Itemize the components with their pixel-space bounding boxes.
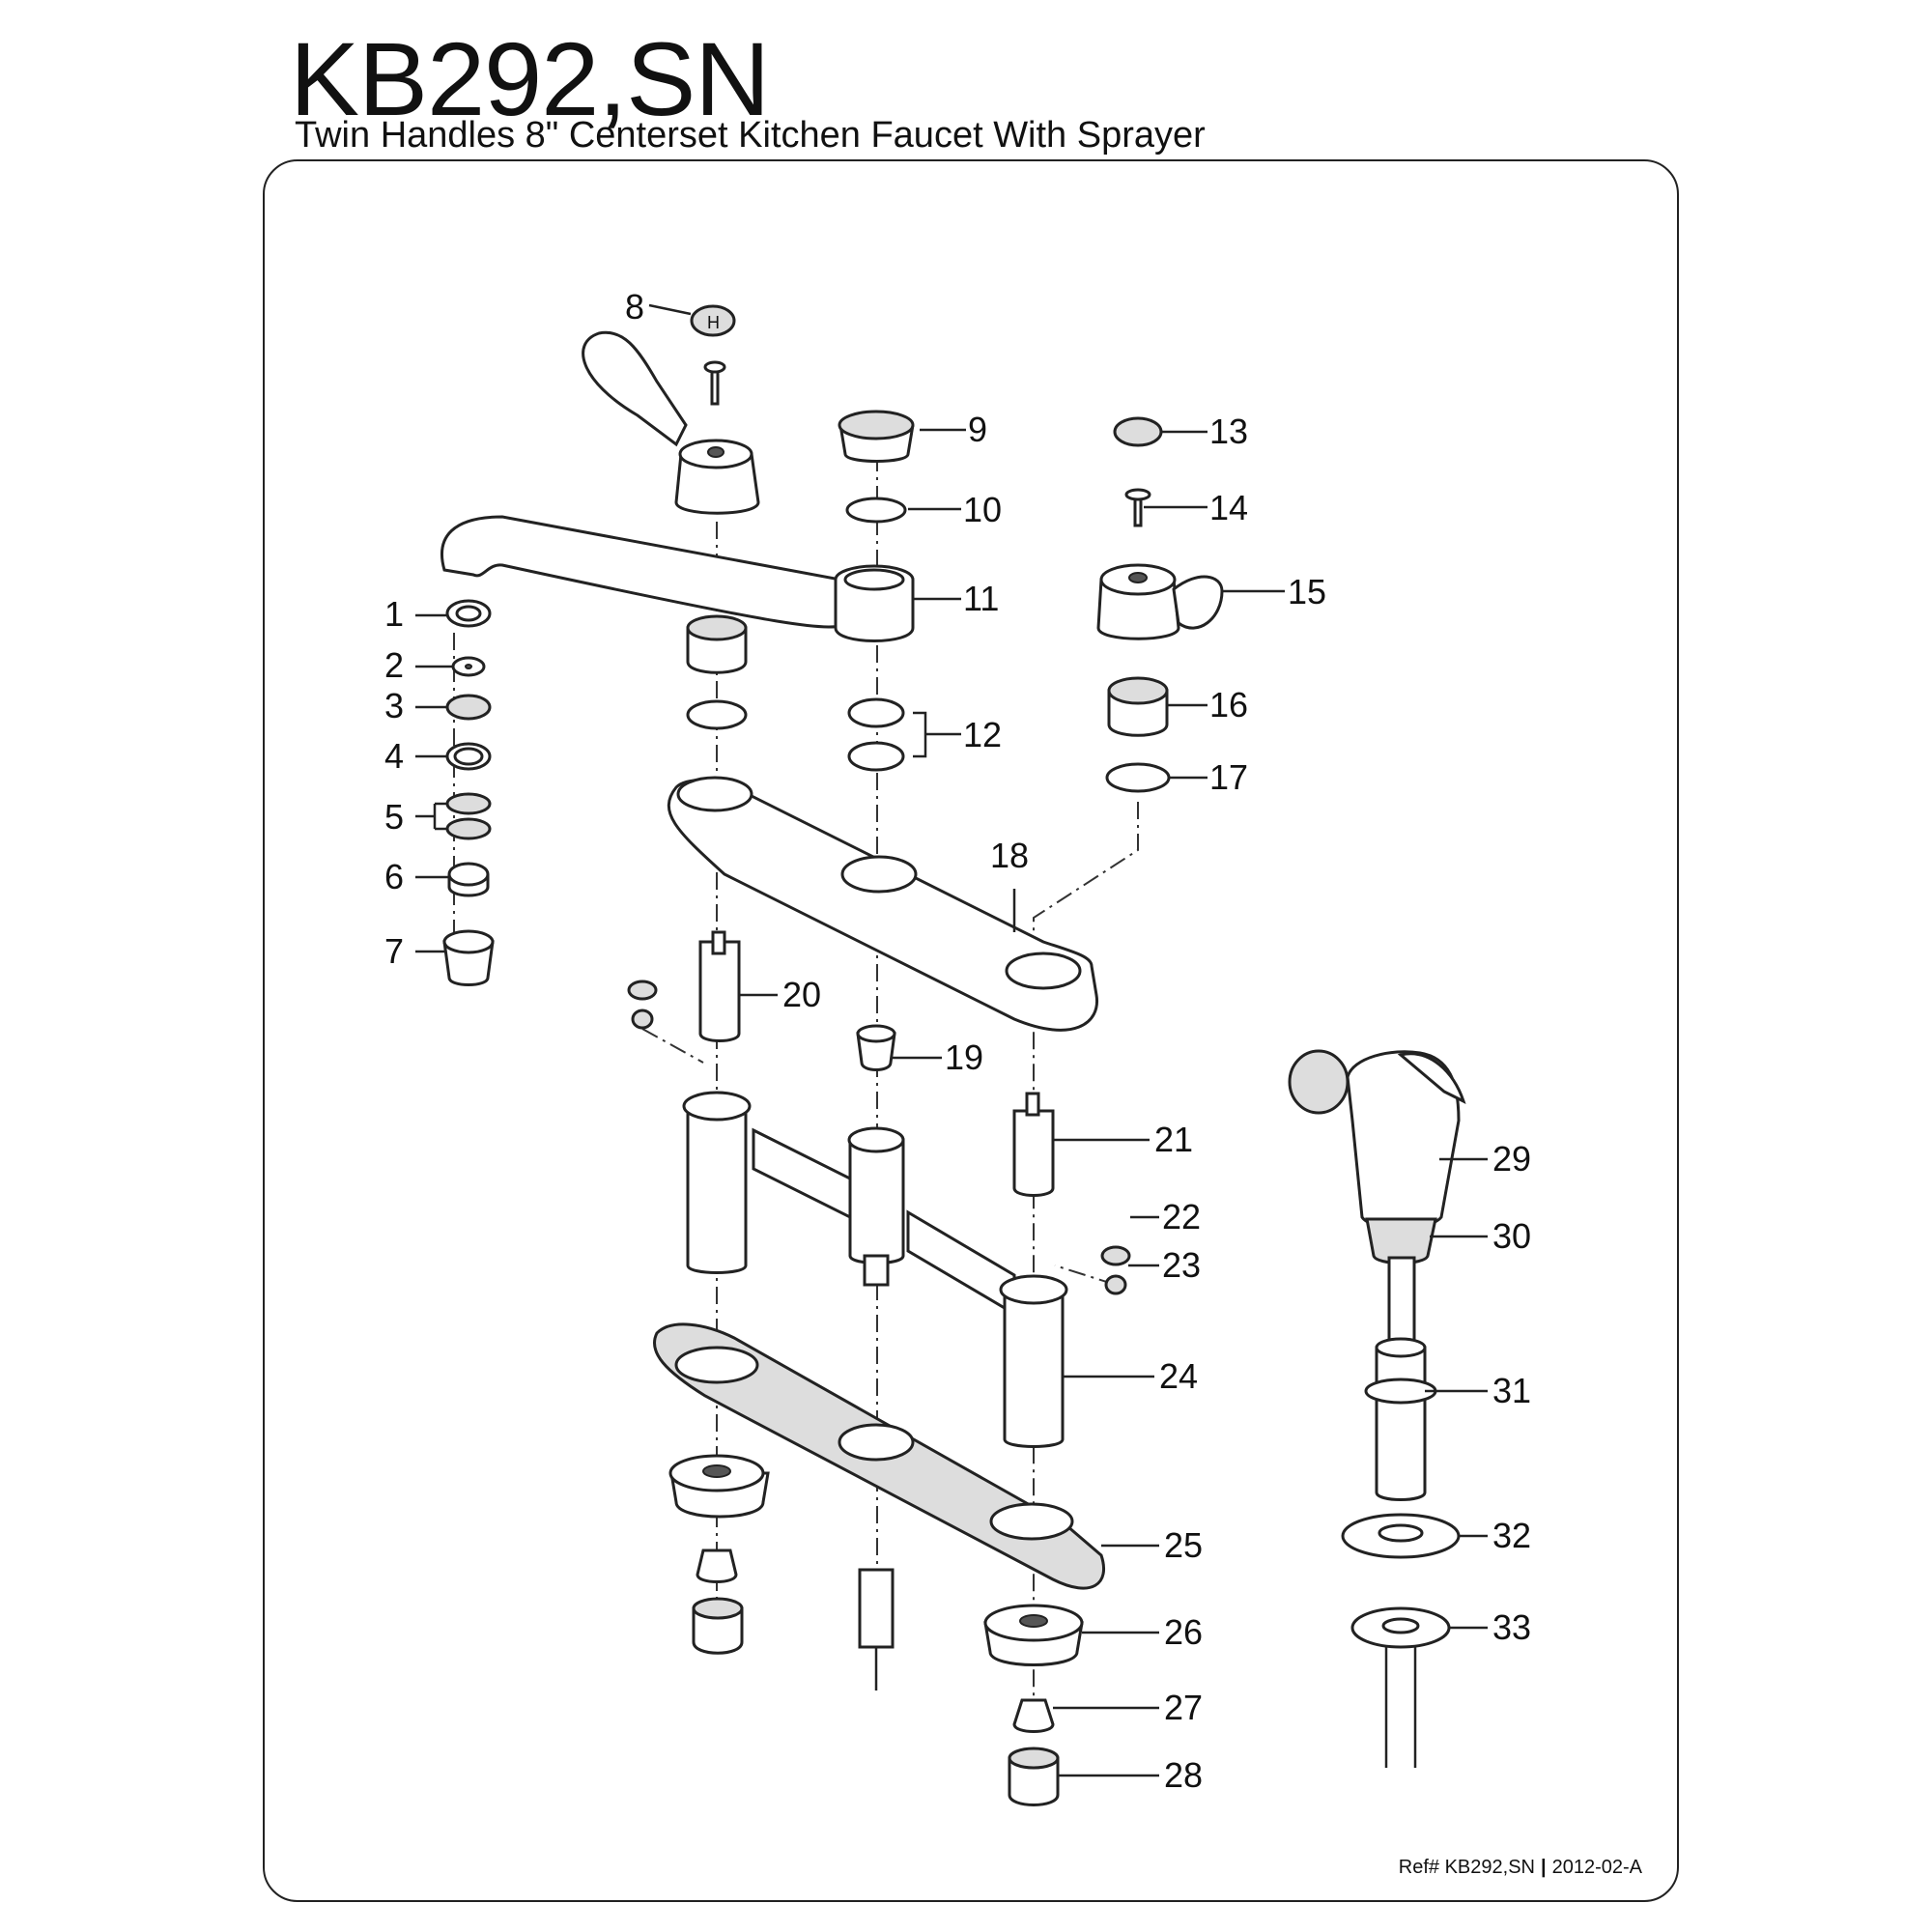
callout-7: 7 <box>384 931 404 971</box>
callout-30: 30 <box>1492 1216 1531 1256</box>
callout-15: 15 <box>1288 572 1326 611</box>
callout-4: 4 <box>384 736 404 776</box>
aerator-parts <box>442 599 495 986</box>
callout-22: 22 <box>1162 1197 1201 1236</box>
callout-11: 11 <box>963 579 999 618</box>
page-title: KB292,SN <box>290 20 770 137</box>
part-7-sleeve <box>442 940 495 986</box>
part-20-cartridge <box>698 940 741 1042</box>
svg-text:H: H <box>707 313 720 332</box>
hot-bonnet <box>686 614 748 730</box>
callout-9: 9 <box>968 410 987 449</box>
reference-separator: | <box>1540 1857 1547 1878</box>
part-15-handle <box>1096 578 1180 640</box>
part-12-oring-a <box>847 697 905 728</box>
callout-21: 21 <box>1154 1120 1193 1159</box>
callout-labels: 1 2 3 4 5 6 7 8 9 10 11 12 13 14 15 16 1… <box>384 287 1531 1795</box>
part-5-mesh-b <box>445 817 492 840</box>
callout-16: 16 <box>1209 685 1248 724</box>
part-23-spring <box>1104 1274 1127 1295</box>
callout-3: 3 <box>384 686 404 725</box>
callout-27: 27 <box>1164 1688 1203 1727</box>
valve-parts <box>627 930 1131 1295</box>
callout-19: 19 <box>945 1037 983 1077</box>
hot-lever <box>582 330 688 447</box>
hot-handle-body <box>674 452 760 515</box>
callout-24: 24 <box>1159 1356 1198 1396</box>
cold-handle-assembly <box>1096 416 1224 793</box>
callout-14: 14 <box>1209 488 1248 527</box>
part-28-coupling-nut <box>1008 1756 1060 1806</box>
callout-8: 8 <box>625 287 644 327</box>
callout-2: 2 <box>384 645 404 685</box>
callout-20: 20 <box>782 975 821 1014</box>
part-31-hose-guide <box>1375 1346 1427 1501</box>
callout-23: 23 <box>1162 1245 1201 1285</box>
mounting-hardware <box>668 1454 1084 1806</box>
leader-lines <box>415 303 1488 1777</box>
spout-mount-parts <box>838 410 961 772</box>
callout-10: 10 <box>963 490 1002 529</box>
part-10-disc <box>845 497 907 524</box>
part-27-ferrule <box>1012 1698 1055 1733</box>
reference-footer: Ref# KB292,SN|2012-02-A <box>1399 1857 1642 1879</box>
diagram-frame <box>263 159 1679 1902</box>
callout-33: 33 <box>1492 1607 1531 1647</box>
hot-index-button <box>690 304 736 337</box>
part-12-oring-b <box>847 741 905 772</box>
part-5-mesh-a <box>445 792 492 815</box>
callout-28: 28 <box>1164 1755 1203 1795</box>
page-subtitle: Twin Handles 8" Centerset Kitchen Faucet… <box>295 115 1206 156</box>
callout-17: 17 <box>1209 757 1248 797</box>
callout-13: 13 <box>1209 412 1248 451</box>
part-22-seat <box>1100 1245 1131 1266</box>
callout-31: 31 <box>1492 1371 1531 1410</box>
callout-12: 12 <box>963 715 1002 754</box>
hot-handle-assembly: H <box>582 304 760 515</box>
callout-26: 26 <box>1164 1612 1203 1652</box>
part-17-washer <box>1105 762 1171 793</box>
callout-25: 25 <box>1164 1525 1203 1565</box>
part-24-valve-body <box>682 1091 1068 1448</box>
callout-6: 6 <box>384 857 404 896</box>
part-18-deck-plate <box>667 776 1099 1032</box>
part-3-screen <box>445 694 492 721</box>
callout-1: 1 <box>384 594 404 634</box>
part-25-gasket <box>653 1322 1106 1590</box>
reference-number: Ref# KB292,SN <box>1398 1857 1535 1878</box>
callout-32: 32 <box>1492 1516 1531 1555</box>
part-13-index-button <box>1113 416 1163 447</box>
sprayer-assembly <box>1288 1049 1466 1768</box>
callout-29: 29 <box>1492 1139 1531 1179</box>
callout-5: 5 <box>384 797 404 837</box>
part-19-diverter <box>856 1032 896 1071</box>
part-21-cartridge <box>1012 1109 1055 1197</box>
spout <box>440 515 915 642</box>
callout-18: 18 <box>990 836 1029 875</box>
revision-code: 2012-02-A <box>1551 1857 1642 1878</box>
